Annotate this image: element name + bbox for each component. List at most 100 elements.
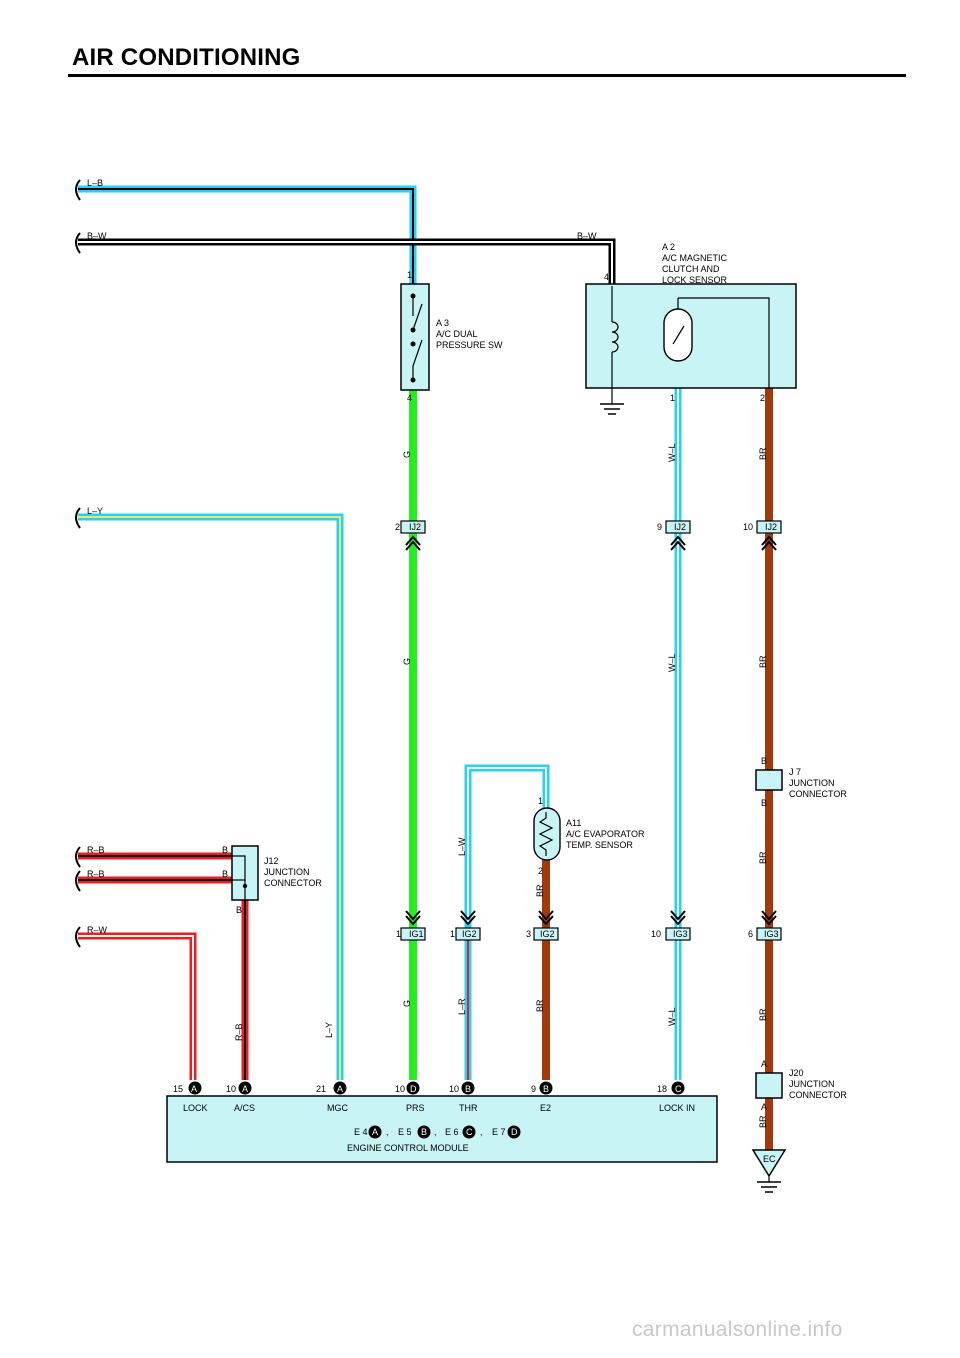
ij2-pin-2: 2: [395, 522, 400, 532]
ecm-pin-num-lock-in: 18: [657, 1084, 667, 1094]
ij2-connector-box-2: [665, 520, 691, 534]
wire-label-w-l-3: W–L: [667, 1007, 677, 1026]
ecm-conn-sep-1: ,: [386, 1127, 389, 1137]
wire-label-l-y: L–Y: [87, 506, 103, 516]
wire-l-y: [78, 513, 344, 1080]
ig-pin-6: 6: [748, 929, 753, 939]
ij2-connector-box-3-chevron-b: [761, 540, 777, 551]
wire-break-marks: [75, 179, 81, 948]
wire-label-g-2: G: [402, 658, 412, 665]
wire-label-b-w-right: B–W: [577, 231, 597, 241]
wire-label-r-b-1: R–B: [87, 845, 105, 855]
j20-name-2: CONNECTOR: [789, 1090, 847, 1100]
j7-pin-b-bottom: B: [761, 798, 767, 808]
ecm-pin-name-thr: THR: [459, 1103, 478, 1113]
ecm-pin-name-lock: LOCK: [183, 1103, 208, 1113]
j20-code: J20: [789, 1068, 804, 1078]
ig-name-4: IG3: [673, 929, 688, 939]
ecm-pin-conn-lock: A: [191, 1084, 197, 1094]
j12-pin-b-2: B: [222, 869, 228, 879]
ij2-connector-box-3-chevron-a: [761, 535, 777, 546]
ig-name-3: IG2: [540, 929, 555, 939]
ij2-connector-box-1-chevron-b: [405, 540, 421, 551]
ecm-pin-name-acs: A/CS: [234, 1103, 255, 1113]
ecm-pin-name-prs: PRS: [406, 1103, 425, 1113]
j12-code: J12: [264, 856, 279, 866]
watermark: carmanualsonline.info: [632, 1318, 843, 1341]
wire-label-r-b-2: R–B: [87, 869, 105, 879]
ig-connector-box-2-chevron-b: [460, 915, 476, 926]
ig-connector-box-3-chevron-b: [538, 915, 554, 926]
ecm-pin-circle-acs: [238, 1081, 252, 1095]
j7-name-1: JUNCTION: [789, 778, 835, 788]
ig-connector-box-2: [455, 927, 481, 941]
ecm-conn-e5: E 5: [398, 1127, 412, 1137]
wire-label-l-b: L–B: [87, 178, 103, 188]
wire-l-b: [78, 185, 417, 286]
a2-pin-1: 1: [670, 393, 675, 403]
j12-pin-b-3: B: [236, 905, 242, 915]
ij2-connector-box-1: [400, 520, 426, 534]
ig-connector-box-4-chevron-b: [670, 915, 686, 926]
wire-r-b: [78, 852, 249, 1080]
ij2-name-2: IJ2: [674, 522, 686, 532]
ecm-pin-num-lock: 15: [173, 1084, 183, 1094]
a2-name-2: CLUTCH AND: [662, 264, 720, 274]
ecm-pin-circle-lock: [188, 1081, 202, 1095]
page-title: AIR CONDITIONING: [72, 44, 301, 71]
wire-label-g-3: G: [402, 1000, 412, 1007]
ecm-conn-sep-2: ,: [434, 1127, 437, 1137]
j7-pin-b-top: B: [761, 756, 767, 766]
wire-label-b-w: B–W: [87, 231, 107, 241]
j20-junction-connector: [755, 1072, 783, 1099]
ij2-pin-10: 10: [743, 522, 753, 532]
wire-l-w: [464, 764, 550, 1080]
j12-name-2: CONNECTOR: [264, 878, 322, 888]
ecm-connector-circle-2: [417, 1125, 431, 1139]
a2-name-3: LOCK SENSOR: [662, 275, 728, 285]
wire-b-w: [78, 238, 616, 284]
ecm-pin-name-mgc: MGC: [327, 1103, 348, 1113]
ecm-pin-conn-acs: A: [242, 1084, 248, 1094]
ig-connector-box-5-chevron-b: [761, 915, 777, 926]
title-rule: [68, 74, 906, 77]
a11-evaporator-sensor: [533, 807, 561, 861]
j20-name-1: JUNCTION: [789, 1079, 835, 1089]
ecm-pin-conn-prs: D: [410, 1084, 417, 1094]
ecm-pin-conn-e2: B: [543, 1084, 549, 1094]
ecm-conn-e6-letter: C: [466, 1127, 473, 1137]
j7-name-2: CONNECTOR: [789, 789, 847, 799]
a3-dual-pressure-switch: [400, 283, 430, 391]
a11-pin-1: 1: [538, 796, 543, 806]
a11-code: A11: [566, 818, 581, 828]
ecm-conn-e5-letter: B: [421, 1127, 427, 1137]
ecm-connector-circle-3: [462, 1125, 476, 1139]
ig-connector-box-3-chevron-a: [538, 910, 554, 921]
ecm-conn-sep-3: ,: [480, 1127, 483, 1137]
ecm-pin-conn-thr: B: [465, 1084, 471, 1094]
ig-pin-1b: 1: [450, 929, 455, 939]
ig-pin-3: 3: [526, 929, 531, 939]
j7-code: J 7: [789, 767, 801, 777]
wire-r-w: [78, 932, 197, 1080]
ij2-connector-box-2-chevron-b: [670, 540, 686, 551]
ecm-conn-e7-letter: D: [511, 1127, 518, 1137]
ij2-name-1: IJ2: [409, 522, 421, 532]
j12-name-1: JUNCTION: [264, 867, 310, 877]
engine-control-module-box: [166, 1095, 718, 1163]
a3-code: A 3: [436, 318, 449, 328]
a3-pin-4: 4: [407, 393, 412, 403]
ecm-connector-circle-1: [368, 1125, 382, 1139]
ecm-pin-circle-e2: [539, 1081, 553, 1095]
a2-pin-4: 4: [604, 272, 609, 282]
ij2-name-3: IJ2: [765, 522, 777, 532]
wire-label-w-l-2: W–L: [667, 653, 677, 672]
ig-name-1: IG1: [409, 929, 424, 939]
wire-label-br-2: BR: [758, 655, 768, 668]
ecm-connector-circle-4: [507, 1125, 521, 1139]
wire-label-l-y-vertical: L–Y: [324, 1022, 334, 1038]
ecm-pin-circle-prs: [406, 1081, 420, 1095]
ecm-pin-num-thr: 10: [449, 1084, 459, 1094]
ecm-conn-e4: E 4: [354, 1127, 368, 1137]
a2-pin-2: 2: [760, 393, 765, 403]
